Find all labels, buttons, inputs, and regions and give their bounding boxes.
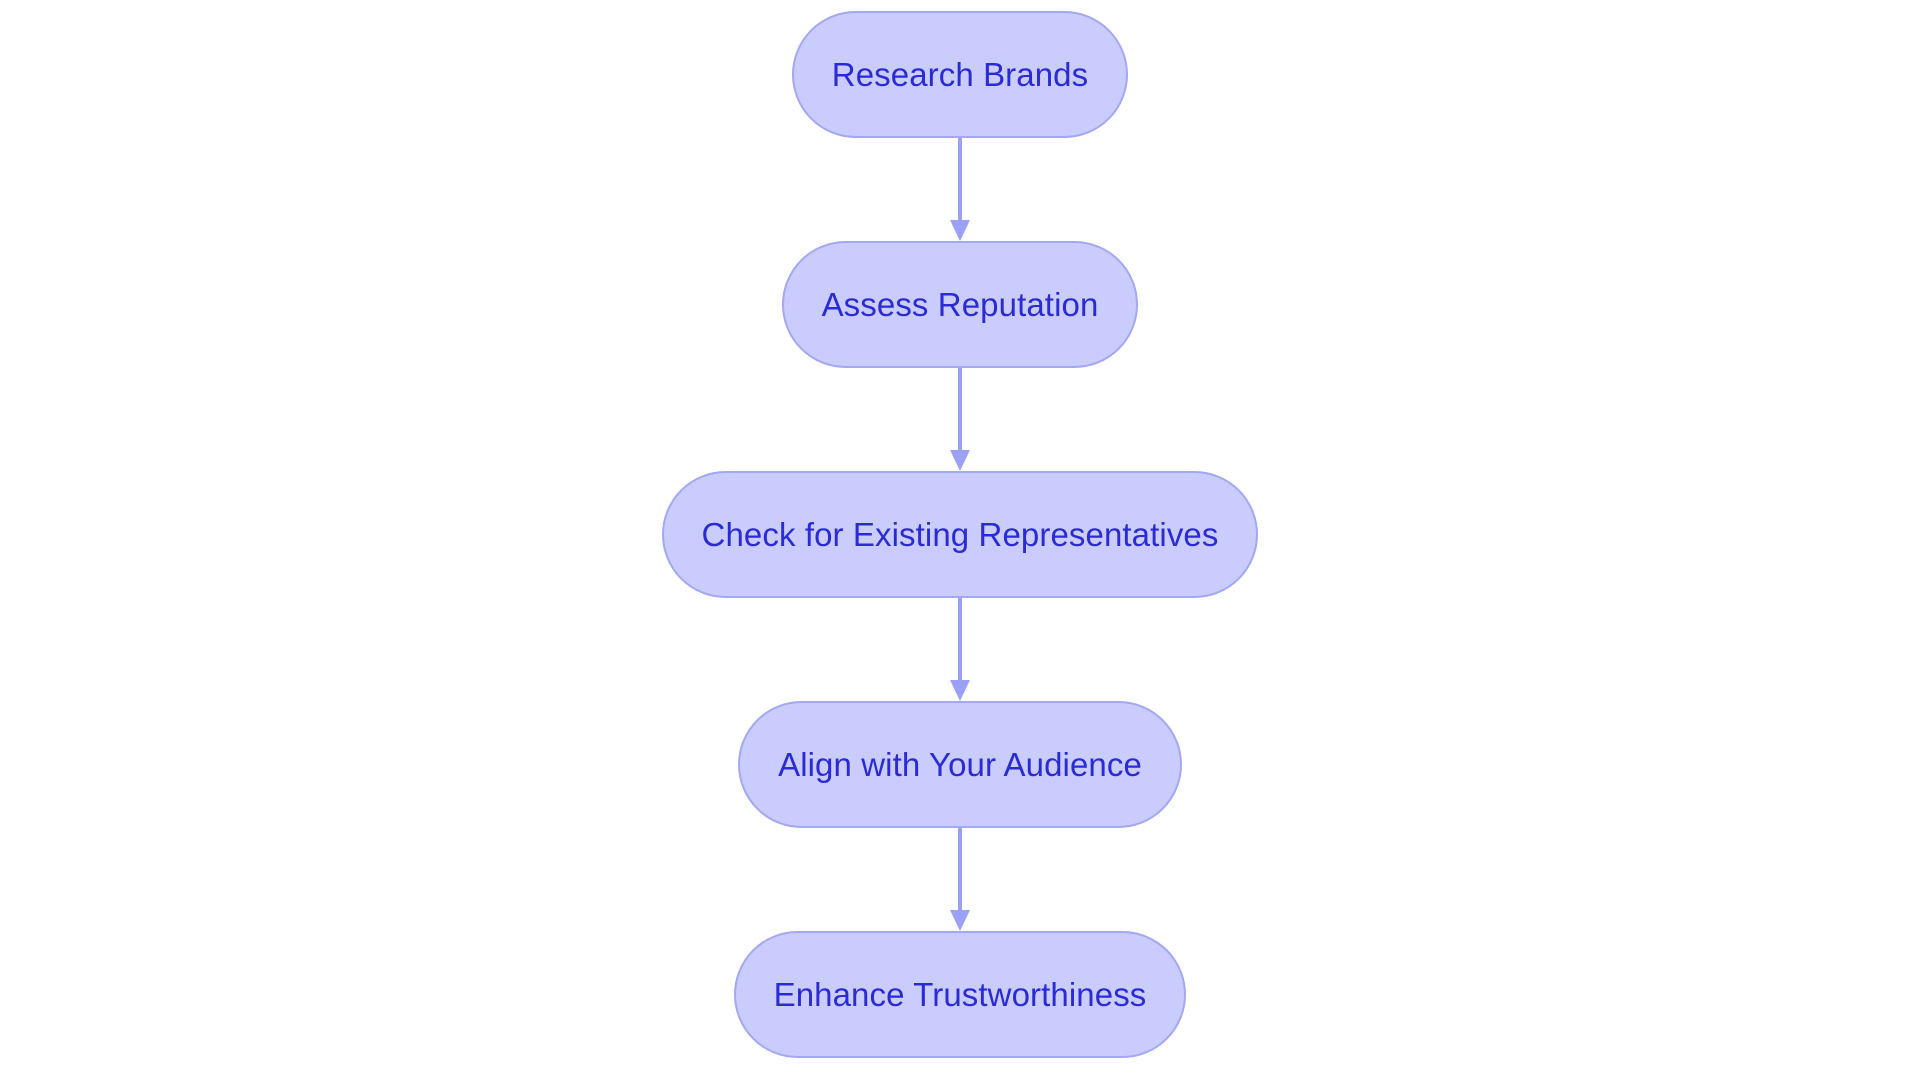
flow-node-enhance-trustworthiness[interactable]: Enhance Trustworthiness [733,931,1187,1058]
arrow-head-icon [950,450,970,471]
flow-node-assess-reputation[interactable]: Assess Reputation [781,241,1139,368]
flow-node-label: Research Brands [831,56,1089,93]
flow-arrow-3-to-4 [948,598,972,701]
arrow-head-icon [950,220,970,241]
arrow-line [958,598,962,681]
flow-node-label: Align with Your Audience [778,746,1142,783]
flow-node-label: Enhance Trustworthiness [773,976,1147,1013]
flow-node-label: Check for Existing Representatives [701,516,1219,553]
flow-arrow-1-to-2 [948,138,972,241]
arrow-line [958,828,962,911]
flow-node-align-with-your-audience[interactable]: Align with Your Audience [738,701,1182,828]
arrow-line [958,138,962,221]
flow-node-check-for-existing-representatives[interactable]: Check for Existing Representatives [661,471,1259,598]
arrow-head-icon [950,680,970,701]
flow-node-label: Assess Reputation [821,286,1099,323]
arrow-head-icon [950,910,970,931]
flow-arrow-2-to-3 [948,368,972,471]
arrow-line [958,368,962,451]
flow-node-research-brands[interactable]: Research Brands [791,11,1129,138]
flow-arrow-4-to-5 [948,828,972,931]
